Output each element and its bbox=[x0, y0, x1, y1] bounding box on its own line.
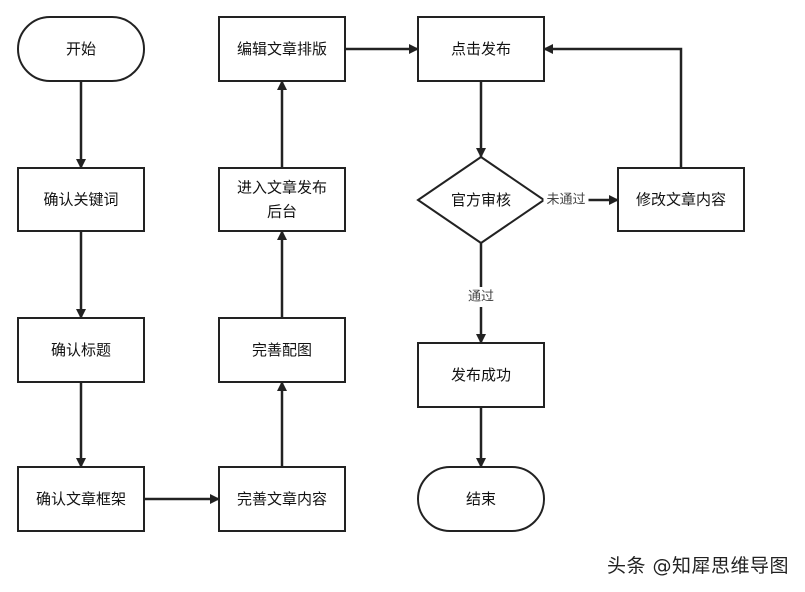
node-label: 修改文章内容 bbox=[636, 191, 726, 209]
node-click-publish: 点击发布 bbox=[417, 16, 545, 82]
process-shape bbox=[218, 16, 346, 82]
node-label: 确认文章框架 bbox=[36, 490, 126, 508]
watermark-text: 头条 @知犀思维导图 bbox=[606, 555, 789, 577]
node-end: 结束 bbox=[417, 466, 545, 532]
process-shape bbox=[417, 16, 545, 82]
node-start: 开始 bbox=[17, 16, 145, 82]
node-refine-images: 完善配图 bbox=[218, 317, 346, 383]
node-label: 结束 bbox=[466, 490, 496, 508]
node-publish-success: 发布成功 bbox=[417, 342, 545, 408]
edge-label-background bbox=[465, 287, 497, 307]
node-label: 官方审核 bbox=[451, 191, 511, 209]
process-shape bbox=[17, 317, 145, 383]
node-confirm-keywords: 确认关键词 bbox=[17, 167, 145, 232]
node-edit-layout: 编辑文章排版 bbox=[218, 16, 346, 82]
edges-layer bbox=[76, 44, 683, 504]
process-shape bbox=[17, 167, 145, 232]
node-official-review: 官方审核 bbox=[416, 155, 546, 245]
node-label: 开始 bbox=[66, 40, 96, 58]
process-shape bbox=[218, 317, 346, 383]
edge-label-official_review-to-publish_success: 通过 bbox=[468, 290, 494, 305]
node-label: 后台 bbox=[267, 203, 297, 221]
process-shape bbox=[218, 466, 346, 532]
terminal-shape bbox=[17, 16, 145, 82]
process-shape bbox=[17, 466, 145, 532]
edge-label-background bbox=[543, 190, 589, 210]
node-label: 完善文章内容 bbox=[237, 490, 327, 508]
node-label: 完善配图 bbox=[252, 341, 312, 359]
node-modify-content: 修改文章内容 bbox=[617, 167, 745, 232]
process-shape bbox=[617, 167, 745, 232]
decision-shape bbox=[416, 155, 546, 245]
node-label: 发布成功 bbox=[451, 366, 511, 384]
process-shape bbox=[417, 342, 545, 408]
node-label: 点击发布 bbox=[451, 40, 511, 58]
node-confirm-title: 确认标题 bbox=[17, 317, 145, 383]
node-label: 编辑文章排版 bbox=[237, 40, 327, 58]
process-shape bbox=[218, 167, 346, 232]
node-label: 确认标题 bbox=[51, 341, 111, 359]
edge-label-official_review-to-modify_content: 未通过 bbox=[546, 193, 585, 208]
node-refine-content: 完善文章内容 bbox=[218, 466, 346, 532]
node-label: 进入文章发布 bbox=[237, 179, 327, 197]
node-label: 确认关键词 bbox=[43, 191, 118, 209]
edge-modify_content-to-click_publish bbox=[543, 44, 683, 168]
terminal-shape bbox=[417, 466, 545, 532]
node-confirm-framework: 确认文章框架 bbox=[17, 466, 145, 532]
